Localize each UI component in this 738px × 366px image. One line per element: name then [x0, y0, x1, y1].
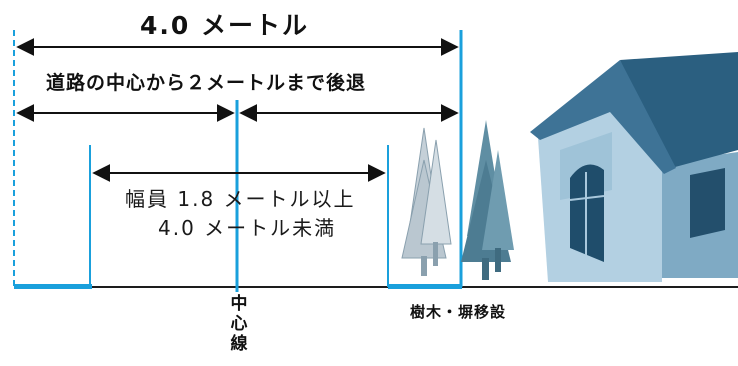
center-line-label: 中心線 — [230, 294, 248, 354]
ground-highlight-left — [14, 284, 92, 289]
ground-highlight-right — [388, 284, 462, 289]
total-width-label: 4.0 メートル — [140, 11, 309, 40]
setback-label: 道路の中心から２メートルまで後退 — [46, 72, 367, 94]
road-width-min-label: 幅員 1.8 メートル以上 — [125, 187, 356, 211]
trees-fence-label: 樹木・塀移設 — [410, 303, 507, 321]
tree-icon — [420, 139, 452, 266]
tree-icon — [482, 150, 514, 272]
road-width-max-label: 4.0 メートル未満 — [158, 216, 337, 240]
house-icon — [530, 52, 738, 282]
